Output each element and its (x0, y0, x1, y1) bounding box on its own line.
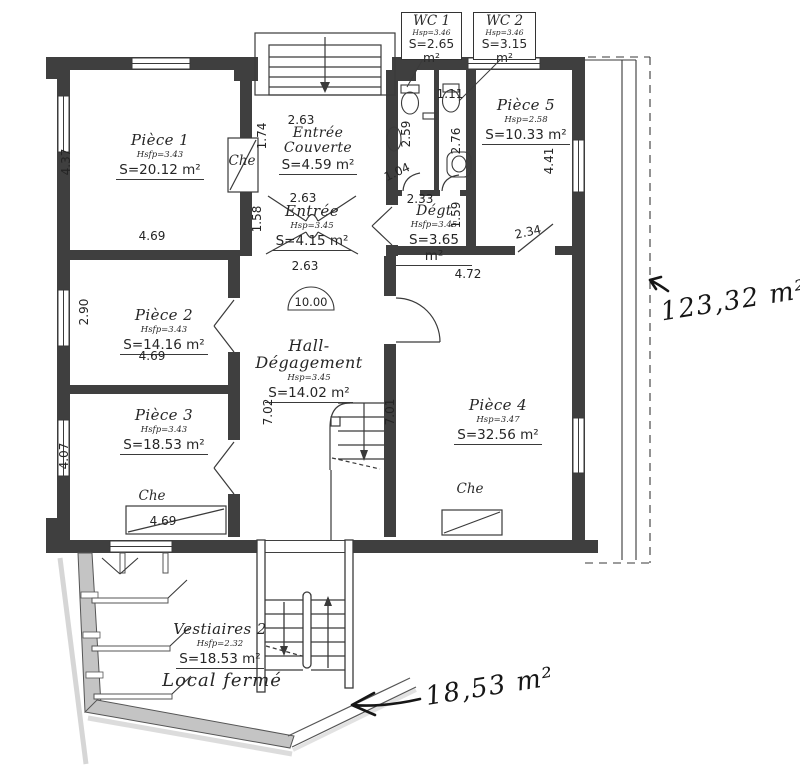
sink-icon (446, 151, 472, 178)
room-label-piece4: Pièce 4 Hsp=3.47 S=32.56 m² (428, 396, 568, 445)
room-name: Pièce 5 (496, 96, 556, 114)
dimension-label: 4.37 (59, 148, 73, 176)
handwritten-area-bottom: 18,53 m² (423, 662, 557, 712)
dimension-label: 4.69 (149, 514, 177, 528)
chimney-label: Che (228, 153, 256, 169)
level-marker-symbol (287, 286, 335, 311)
callout-wc2-name: WC 2 (485, 13, 524, 29)
room-label-piece3: Pièce 3 Hsfp=3.43 S=18.53 m² (100, 406, 228, 455)
room-name: Hall-Dégagement (255, 336, 363, 372)
room-name: Pièce 3 (134, 406, 194, 424)
handwritten-area-right: 123,32 m² (658, 274, 800, 328)
room-area: S=10.33 m² (482, 127, 570, 145)
callout-wc1: WC 1 Hsp=3.46 S=2.65 m² (401, 12, 462, 65)
room-area: S=14.16 m² (120, 337, 208, 355)
callout-wc2-height: Hsp=3.46 (485, 28, 524, 38)
toilet-icon (400, 91, 420, 115)
dimension-label: 2.34 (513, 222, 543, 242)
arrow-left-icon (350, 691, 422, 717)
room-name: Vestiaires 2 (173, 620, 267, 638)
room-name: Pièce 2 (134, 306, 194, 324)
room-name: Dégt (416, 203, 452, 219)
terrace-boundary (585, 56, 651, 564)
dimension-label: 4.07 (57, 442, 71, 470)
wall-openings (227, 205, 399, 552)
room-label-hall-degagement: Hall-Dégagement Hsp=3.45 S=14.02 m² (235, 336, 383, 403)
door-symbols (213, 172, 554, 495)
room-label-vestiaires2: Vestiaires 2 Hsfp=2.32 S=18.53 m² (158, 620, 282, 669)
room-height: Hsfp=3.43 (140, 424, 188, 435)
windows (57, 57, 585, 553)
sink-icon (451, 155, 467, 173)
chimney-label: Che (138, 488, 166, 504)
room-area: S=20.12 m² (116, 162, 204, 180)
dimension-label: 2.76 (449, 127, 463, 155)
dimension-label: 1.11 (436, 87, 464, 101)
dimension-label: 1.74 (255, 122, 269, 150)
callout-wc2: WC 2 Hsp=3.46 S=3.15 m² (473, 12, 536, 65)
arrow-up-left-icon (648, 275, 670, 293)
dimension-label: 2.63 (287, 113, 315, 127)
room-height: Hsp=3.45 (290, 220, 334, 231)
callout-wc1-area: S=2.65 m² (408, 37, 455, 66)
dimension-label: 2.63 (289, 191, 317, 205)
room-label-piece5: Pièce 5 Hsp=2.58 S=10.33 m² (478, 96, 574, 145)
room-area: S=18.53 m² (176, 651, 264, 669)
room-area: S=18.53 m² (120, 437, 208, 455)
room-label-entree: Entrée Hsp=3.45 S=4.15 m² (262, 202, 362, 251)
room-area: S=14.02 m² (265, 385, 353, 403)
room-area: S=3.65 m² (396, 232, 472, 266)
dimension-label: 2.90 (77, 298, 91, 326)
room-name: Entrée Couverte (283, 125, 353, 156)
room-name: Pièce 1 (130, 131, 190, 149)
room-label-local-ferme: Local fermé (162, 670, 282, 691)
dimension-label: 1.04 (381, 160, 413, 184)
callout-leader-lines (406, 56, 504, 102)
room-height: Hsfp=3.45 (410, 219, 458, 230)
room-label-degt: Dégt Hsfp=3.45 S=3.65 m² (396, 204, 472, 266)
room-height: Hsp=3.47 (476, 414, 520, 425)
room-area: S=32.56 m² (454, 427, 542, 445)
room-label-entree-couverte: Entrée Couverte S=4.59 m² (266, 125, 370, 176)
dimension-label: 7.02 (261, 398, 275, 426)
toilet-icon (400, 84, 420, 94)
room-area: S=4.59 m² (278, 157, 358, 176)
dimension-label: 2.59 (399, 120, 413, 148)
room-height: Hsfp=3.43 (140, 324, 188, 335)
annex-vestiaires (57, 552, 417, 765)
lower-staircase (256, 539, 354, 693)
room-height: Hsfp=2.32 (196, 638, 244, 649)
dimension-label: 4.69 (138, 229, 166, 243)
dimension-label: 1.58 (250, 205, 264, 233)
dimension-label: 7.01 (383, 398, 397, 426)
chimney-symbols (125, 137, 503, 536)
callout-wc1-height: Hsp=3.46 (412, 28, 451, 38)
room-name: Entrée (285, 202, 339, 220)
room-height: Hsp=2.58 (504, 114, 548, 125)
level-marker: 10.00 (294, 295, 328, 309)
dimension-label: 2.33 (406, 192, 434, 206)
handwritten-arrows (350, 275, 670, 717)
room-height: Hsp=3.45 (287, 372, 331, 383)
central-staircase (329, 402, 384, 540)
callout-wc1-name: WC 1 (412, 13, 451, 29)
room-area: S=4.15 m² (272, 233, 352, 251)
porch-steps (254, 32, 396, 96)
room-label-piece2: Pièce 2 Hsfp=3.43 S=14.16 m² (100, 306, 228, 355)
dimension-label: 4.72 (454, 267, 482, 281)
callout-wc2-area: S=3.15 m² (481, 37, 528, 66)
sink-icon (386, 126, 402, 152)
dimension-label: 1.59 (449, 201, 463, 229)
toilet-icon (442, 83, 460, 93)
room-height: Hsfp=3.43 (136, 149, 184, 160)
dimension-label: 4.41 (542, 147, 556, 175)
radiator-icon (422, 112, 437, 120)
room-label-piece1: Pièce 1 Hsfp=3.43 S=20.12 m² (95, 131, 225, 180)
dimension-label: 4.69 (138, 349, 166, 363)
chimney-label: Che (456, 481, 484, 497)
dimension-label: 2.63 (291, 259, 319, 273)
room-name: Pièce 4 (468, 396, 528, 414)
